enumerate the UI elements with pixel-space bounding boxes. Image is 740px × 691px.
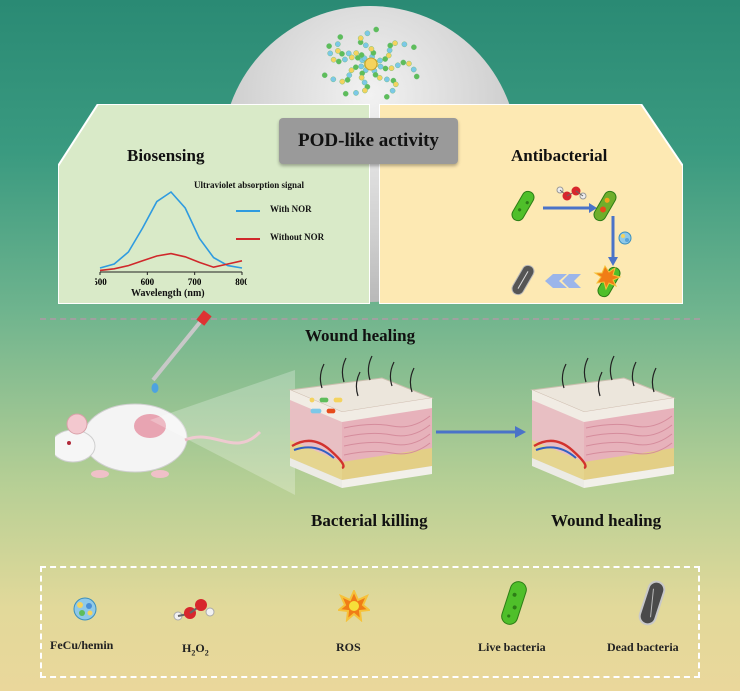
wound-healing-title: Wound healing (305, 326, 416, 345)
ros-icon (338, 590, 370, 622)
wound-healing-caption: Wound healing (551, 511, 662, 530)
dead-bacteria-icon (638, 580, 666, 626)
skin-block-infected (288, 355, 434, 488)
x-tick-label: 500 (95, 277, 107, 287)
series-line-1 (99, 252, 243, 272)
uv-absorption-chart: 500 600 700 800 (95, 190, 247, 287)
mouse-icon (55, 403, 262, 478)
pod-activity-label-box: POD-like activity (279, 118, 458, 164)
x-axis-label: Wavelength (nm) (131, 288, 205, 299)
dropper-icon (151, 310, 212, 393)
legend-swatch-with-nor (236, 210, 260, 212)
fecu-hemin-icon (73, 597, 97, 621)
wound-site (134, 414, 166, 438)
chart-title: Ultraviolet absorption signal (194, 180, 305, 190)
legend-h2o2: H2O2 (182, 641, 209, 658)
series-line-0 (99, 190, 243, 269)
attacked-bacterium-icon (593, 190, 617, 222)
legend-without-nor: Without NOR (270, 232, 325, 242)
h2o2-molecule-icon (556, 186, 587, 201)
legend-live-bacteria: Live bacteria (478, 640, 546, 654)
legend-fecu-hemin: FeCu/hemin (50, 638, 114, 652)
nanozyme-network-icon (321, 26, 420, 100)
zoom-beam (150, 370, 295, 495)
legend-with-nor: With NOR (270, 204, 312, 214)
biosensing-title: Biosensing (127, 146, 205, 165)
dead-bacterium-icon (511, 264, 535, 296)
section-divider (40, 318, 700, 320)
legend-ros: ROS (336, 640, 361, 654)
chevron-arrows-icon (545, 274, 581, 288)
live-bacterium-icon (511, 190, 535, 222)
legend-dead-bacteria: Dead bacteria (607, 640, 679, 654)
legend-swatch-without-nor (236, 238, 260, 240)
nanozyme-small-icon (618, 231, 632, 245)
skin-block-healed (530, 355, 676, 488)
live-bacteria-icon (501, 581, 527, 625)
x-tick-label: 800 (235, 277, 247, 287)
healing-arrow (436, 426, 526, 438)
antibacterial-title: Antibacterial (511, 146, 608, 165)
ros-burst-icon (593, 264, 622, 291)
mouse-treatment-scene (55, 310, 262, 478)
h2o2-icon (173, 599, 215, 621)
bacterial-killing-caption: Bacterial killing (311, 511, 428, 530)
antibacterial-cycle (511, 186, 632, 298)
drop-icon (151, 383, 159, 393)
pod-activity-label: POD-like activity (298, 130, 439, 151)
x-tick-label: 600 (141, 277, 155, 287)
x-tick-label: 700 (188, 277, 202, 287)
legend-box (40, 566, 700, 678)
